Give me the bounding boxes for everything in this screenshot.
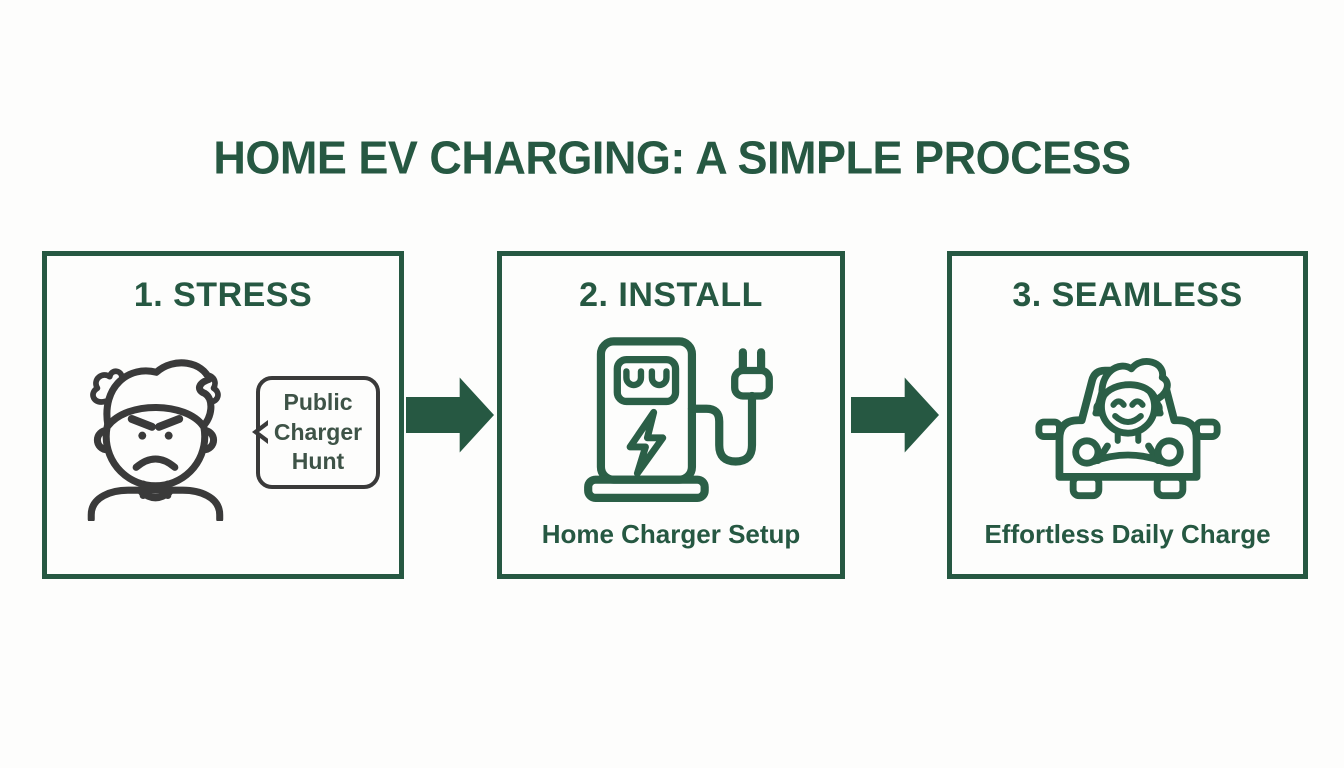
speech-bubble-line: Hunt <box>291 448 345 475</box>
ev-home-charger-icon <box>584 337 773 502</box>
page-title: HOME EV CHARGING: A SIMPLE PROCESS <box>213 130 1131 184</box>
step-caption-seamless: Effortless Daily Charge <box>984 519 1271 549</box>
angry-person-icon <box>87 358 224 521</box>
smiling-driver-car-icon <box>1034 358 1221 500</box>
seamless-figure <box>960 315 1295 517</box>
step-box-install: 2. INSTALL Home Cha <box>497 251 845 579</box>
speech-bubble-line: Public <box>283 388 353 415</box>
step-heading-stress: 1. STRESS <box>133 276 313 314</box>
step-box-seamless: 3. SEAMLESS <box>947 251 1308 579</box>
step-heading-seamless: 3. SEAMLESS <box>1012 276 1243 314</box>
step-caption-install: Home Charger Setup <box>541 519 801 549</box>
speech-bubble: Public Charger Hunt <box>255 375 381 490</box>
arrow-right-icon <box>406 377 494 453</box>
stress-figure: Public Charger Hunt <box>55 315 391 550</box>
step-heading-install: 2. INSTALL <box>579 276 763 314</box>
arrow-right-icon <box>851 377 939 453</box>
speech-bubble-line: Charger <box>273 418 363 445</box>
install-figure <box>510 315 832 517</box>
step-box-stress: 1. STRESS <box>42 251 404 579</box>
